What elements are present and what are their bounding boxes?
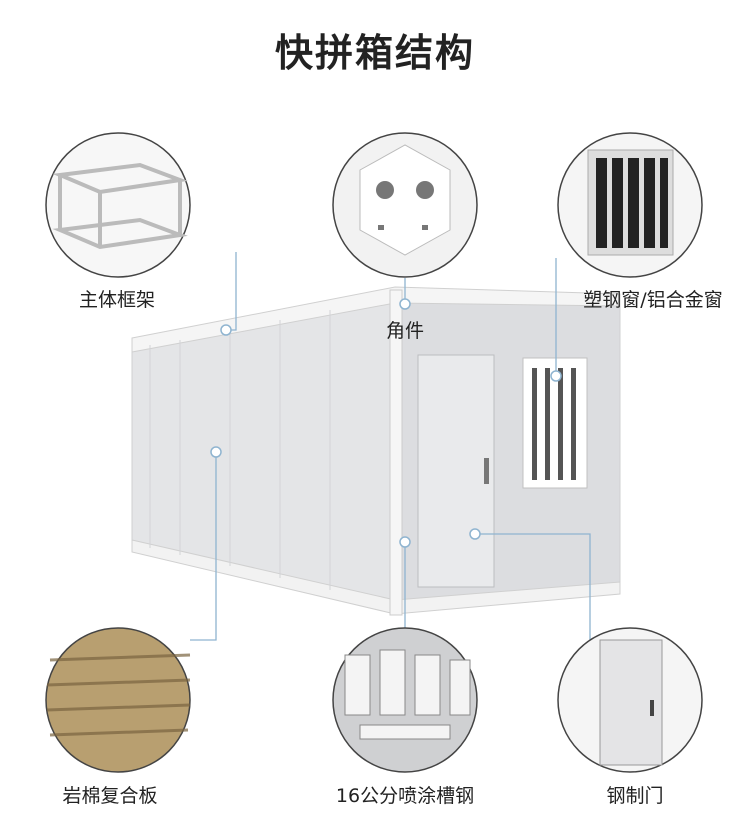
label-window: 塑钢窗/铝合金窗 xyxy=(583,289,723,311)
container-roof-frame xyxy=(131,286,621,353)
panel-detail-circle xyxy=(45,627,191,773)
channel-steel-icon xyxy=(344,649,471,740)
label-door: 钢制门 xyxy=(606,785,664,807)
corner-post xyxy=(389,289,403,616)
window-icon xyxy=(587,149,674,256)
leader-lines xyxy=(190,252,591,641)
container-door xyxy=(417,354,495,588)
label-corner: 角件 xyxy=(385,320,425,342)
corner-fitting-icon xyxy=(359,144,451,256)
frame-icon xyxy=(52,162,188,250)
label-panel: 岩棉复合板 xyxy=(62,785,158,807)
steel-door-icon xyxy=(599,639,663,766)
frame-detail-circle xyxy=(45,132,191,278)
page-title: 快拼箱结构 xyxy=(274,31,475,75)
label-frame: 主体框架 xyxy=(78,289,156,311)
rockwool-panel-icon xyxy=(46,653,191,737)
label-channel: 16公分喷涂槽钢 xyxy=(335,785,475,807)
